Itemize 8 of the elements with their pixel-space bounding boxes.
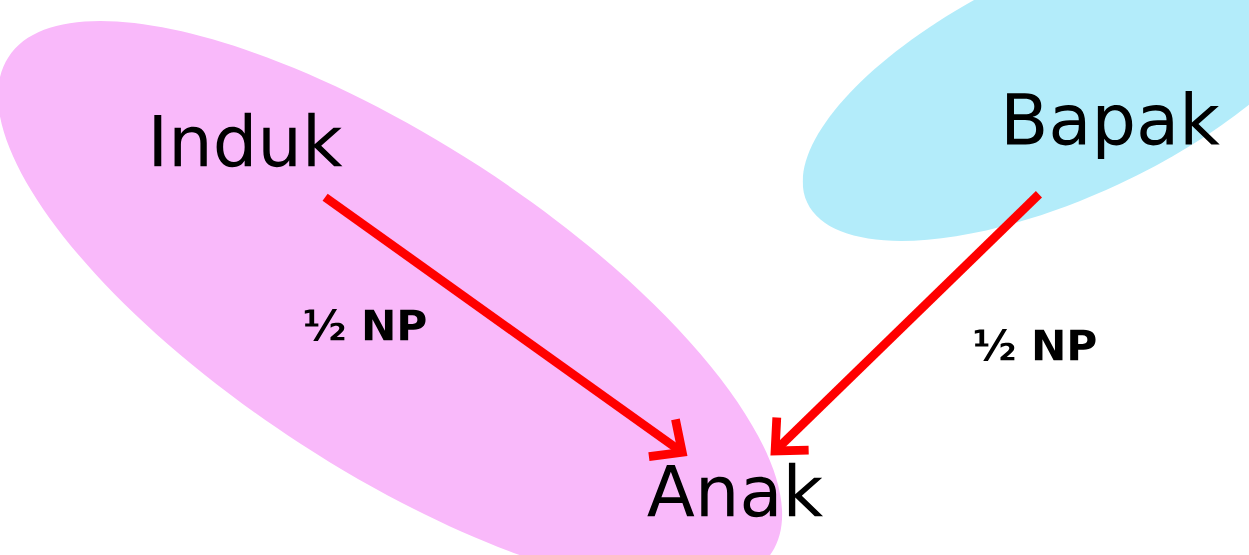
edge-label: ½ NP [974, 329, 1096, 361]
node-label: Bapak [1007, 91, 1220, 159]
node-label: Induk [154, 112, 343, 168]
arrow [322, 193, 688, 461]
node-label: Anak [647, 462, 823, 518]
blob-shape [803, 0, 1249, 241]
arrow [770, 191, 1042, 456]
edge-label: ½ NP [304, 309, 426, 341]
